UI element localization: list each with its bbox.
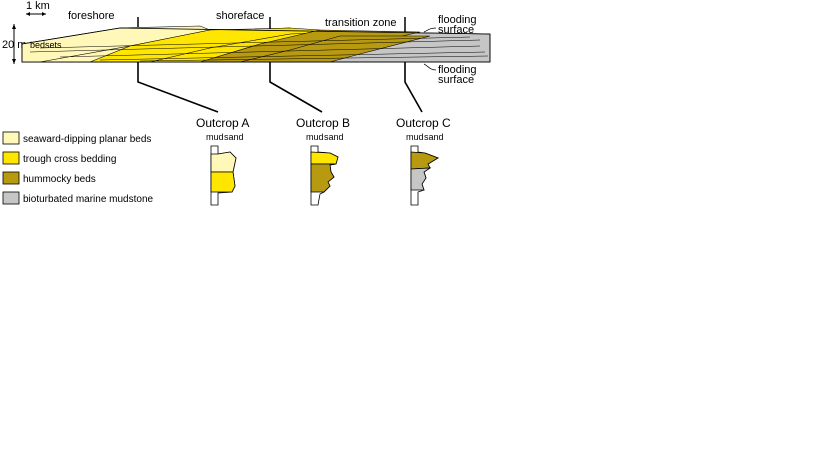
horizontal-scale-label: 1 km bbox=[26, 0, 50, 12]
legend-item-trough-cross-bedding: trough cross bedding bbox=[2, 151, 116, 165]
flooding-surface-upper: flooding surface bbox=[423, 14, 477, 36]
zone-boundary-ticks bbox=[137, 17, 406, 32]
outcrop-leader-lines bbox=[137, 62, 423, 113]
flooding-surface-lower-line2: surface bbox=[438, 74, 474, 86]
bedsets-label: bedsets bbox=[30, 40, 62, 50]
legend-label-planar-beds: seaward-dipping planar beds bbox=[23, 134, 151, 145]
vertical-scale-label: 20 m bbox=[2, 39, 26, 51]
outcrop-c-mud-label: mud bbox=[406, 132, 424, 142]
flooding-surface-upper-line1: flooding bbox=[438, 14, 477, 26]
outcrop-a-sand-label: sand bbox=[224, 132, 244, 142]
outcrop-c-sand-label: sand bbox=[424, 132, 444, 142]
horizontal-scale-bar: 1 km bbox=[26, 0, 50, 16]
legend-item-planar-beds: seaward-dipping planar beds bbox=[2, 131, 151, 145]
legend-label-trough-cross-bedding: trough cross bedding bbox=[23, 154, 116, 165]
vertical-scale-bar: 20 m bbox=[2, 24, 26, 64]
zone-label-transition-zone: transition zone bbox=[325, 17, 397, 29]
outcrop-c: Outcrop C mud sand bbox=[396, 116, 451, 206]
outcrop-b-sand-label: sand bbox=[324, 132, 344, 142]
legend-label-mudstone: bioturbated marine mudstone bbox=[23, 194, 154, 205]
outcrop-a-title: Outcrop A bbox=[196, 116, 249, 130]
legend-item-mudstone: bioturbated marine mudstone bbox=[2, 191, 154, 205]
outcrop-b-title: Outcrop B bbox=[296, 116, 350, 130]
outcrop-b: Outcrop B mud sand bbox=[296, 116, 350, 206]
flooding-surface-upper-line2: surface bbox=[438, 24, 474, 36]
legend: seaward-dipping planar beds trough cross… bbox=[2, 131, 154, 205]
zone-label-shoreface: shoreface bbox=[216, 10, 264, 22]
cross-section: bedsets bbox=[21, 25, 491, 63]
legend-label-hummocky-beds: hummocky beds bbox=[23, 174, 96, 185]
flooding-surface-lower-line1: flooding bbox=[438, 64, 477, 76]
outcrop-a-mud-label: mud bbox=[206, 132, 224, 142]
legend-item-hummocky-beds: hummocky beds bbox=[2, 171, 96, 185]
outcrop-b-mud-label: mud bbox=[306, 132, 324, 142]
outcrop-c-title: Outcrop C bbox=[396, 116, 451, 130]
zone-label-foreshore: foreshore bbox=[68, 10, 114, 22]
outcrop-a: Outcrop A mud sand bbox=[196, 116, 249, 206]
flooding-surface-lower: flooding surface bbox=[423, 63, 477, 86]
